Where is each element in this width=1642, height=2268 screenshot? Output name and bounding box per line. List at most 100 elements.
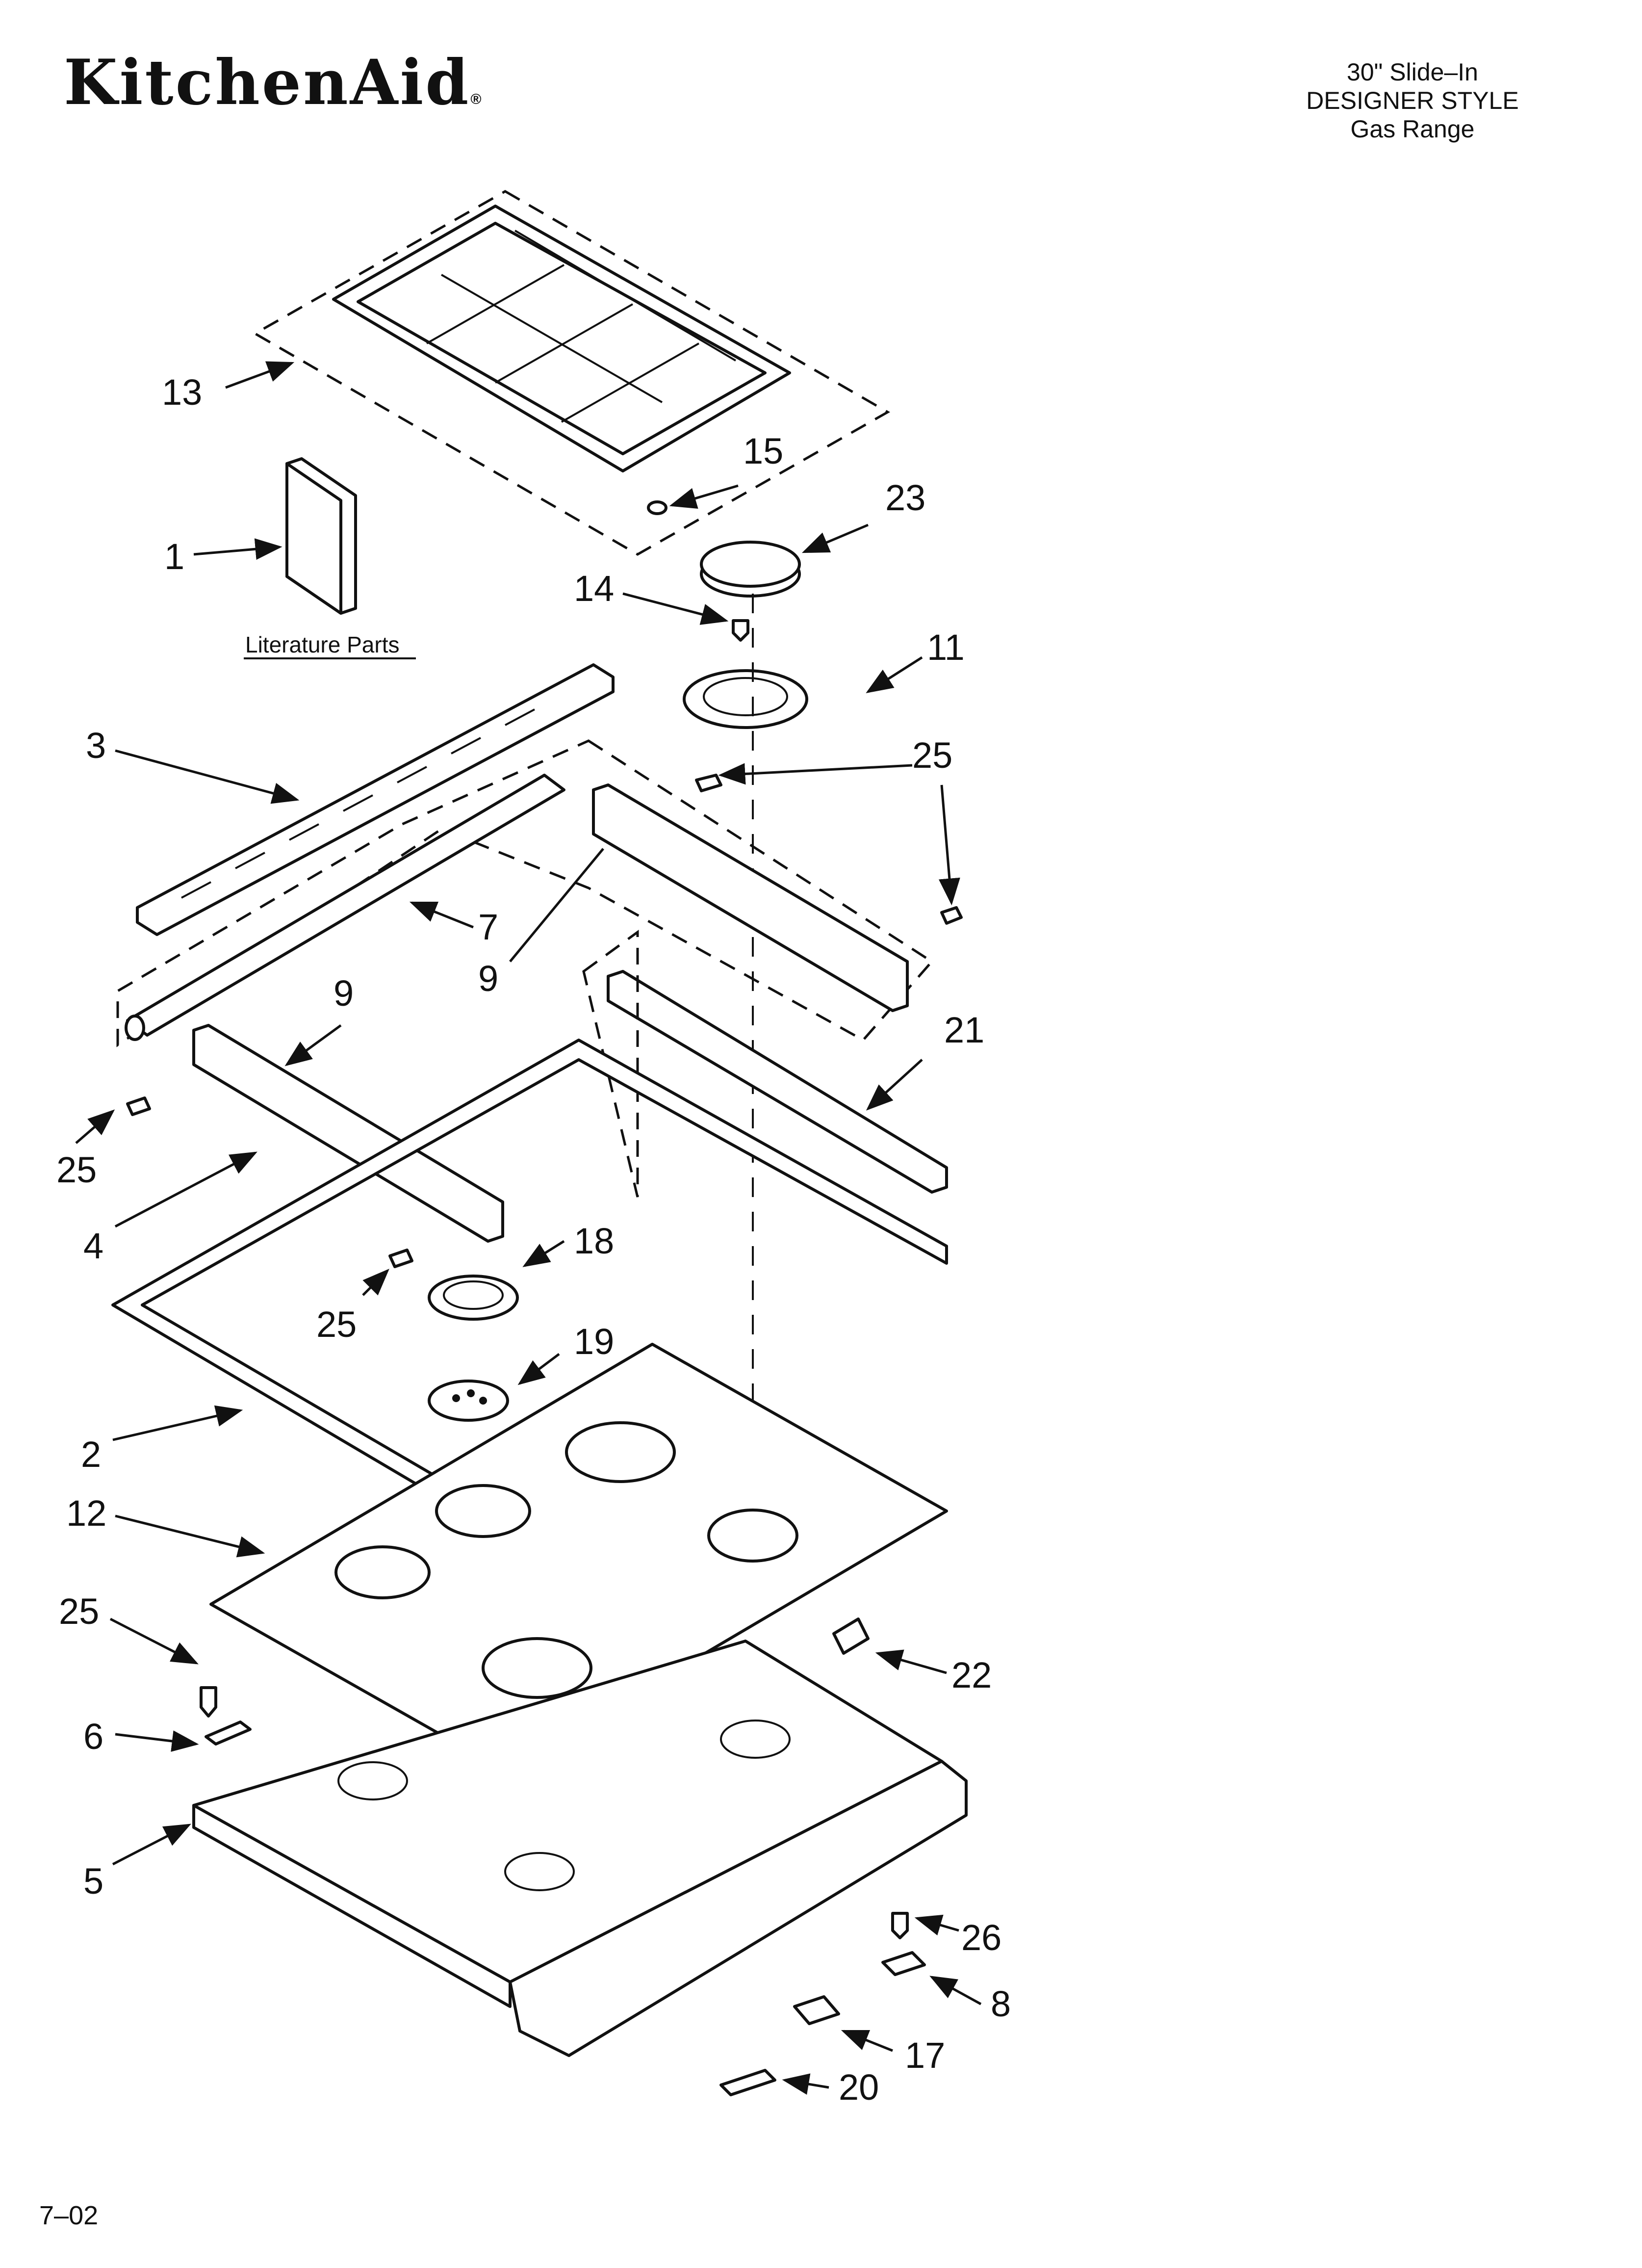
cooktop-opening — [435, 1484, 531, 1538]
literature-part — [285, 457, 357, 615]
screw-26 — [891, 1912, 909, 1939]
leader-25e — [109, 1617, 199, 1665]
leader-18 — [522, 1240, 565, 1267]
leader-25a — [718, 763, 913, 785]
manifold-panel — [136, 663, 615, 936]
igniter-17 — [793, 1995, 840, 2025]
manifold-vents — [181, 708, 535, 899]
callout-6: 6 — [83, 1716, 103, 1757]
grate-fingers — [426, 230, 737, 423]
leader-19 — [517, 1353, 560, 1385]
callout-12: 12 — [66, 1493, 106, 1534]
cooktop-opening — [565, 1421, 676, 1483]
leader-22 — [875, 1649, 947, 1674]
leader-3 — [115, 749, 300, 804]
leader-21 — [866, 1059, 923, 1111]
callout-25d: 25 — [59, 1591, 99, 1632]
leader-26 — [914, 1914, 959, 1936]
bracket-8 — [881, 1951, 926, 1976]
cooktop-opening — [482, 1637, 592, 1699]
callout-22: 22 — [951, 1655, 992, 1695]
screw-25c — [126, 1096, 151, 1116]
callout-15: 15 — [743, 431, 783, 471]
callout-9b: 9 — [334, 973, 354, 1014]
callout-14: 14 — [574, 568, 614, 609]
brand-logo: KitchenAid® — [64, 52, 484, 113]
callout-1: 1 — [164, 536, 184, 577]
model-line-1: 30" Slide–In — [1347, 58, 1478, 86]
burner-head-outer — [683, 669, 808, 729]
leader-9a — [509, 848, 604, 963]
burner-port — [337, 1761, 408, 1800]
screw-25b — [940, 906, 963, 925]
screw-25d — [388, 1249, 413, 1268]
side-rail-left — [192, 1024, 504, 1243]
grate-inner — [357, 222, 767, 455]
leader-12 — [115, 1514, 265, 1558]
burner-port — [720, 1720, 791, 1759]
leader-17 — [841, 2030, 893, 2052]
trim-group-outline — [582, 930, 639, 1198]
model-line-2: DESIGNER STYLE — [1306, 87, 1519, 114]
leader-14 — [622, 592, 729, 625]
spreader-hole — [452, 1394, 460, 1402]
leader-5 — [112, 1824, 191, 1866]
callout-4: 4 — [83, 1225, 103, 1266]
callout-2: 2 — [81, 1434, 101, 1475]
literature-cover — [285, 462, 342, 615]
burner-box — [192, 1640, 968, 2057]
revision-code: 7–02 — [39, 2201, 99, 2230]
spark-switch-22 — [832, 1617, 870, 1655]
registered-mark: ® — [470, 91, 484, 107]
leader-4 — [114, 1151, 257, 1228]
leader-8 — [929, 1976, 982, 2006]
screw-14 — [732, 619, 749, 642]
burner-head — [683, 669, 808, 729]
cooktop-surface — [209, 1343, 948, 1773]
leader-23 — [801, 523, 869, 553]
leader-2 — [112, 1405, 243, 1441]
model-line-3: Gas Range — [1350, 115, 1475, 143]
leader-25d — [362, 1269, 389, 1296]
burner-grate — [252, 190, 891, 556]
callout-25c: 25 — [316, 1304, 357, 1345]
leader-9b — [284, 1024, 342, 1067]
leader-11 — [866, 656, 923, 693]
manifold-end — [125, 1015, 145, 1041]
callout-25b: 25 — [56, 1149, 97, 1190]
cooktop-glass — [209, 1343, 948, 1773]
callout-11: 11 — [927, 627, 965, 668]
callout-25a: 25 — [912, 735, 952, 776]
burner-port — [504, 1852, 575, 1891]
burner-head-inner — [703, 677, 788, 716]
spreader-body — [428, 1380, 509, 1422]
burner-cap — [700, 541, 801, 598]
callout-7: 7 — [478, 907, 498, 947]
leader-25c — [75, 1109, 115, 1144]
leader-13 — [225, 361, 295, 389]
callout-23: 23 — [885, 477, 925, 518]
callout-26: 26 — [961, 1917, 1001, 1958]
callout-3: 3 — [86, 725, 106, 766]
brand-name: KitchenAid — [64, 46, 471, 119]
grate-foot — [647, 500, 667, 515]
side-rail-right — [592, 783, 909, 1012]
screw-25a — [695, 774, 722, 792]
spreader-hole — [479, 1397, 487, 1405]
callout-19: 19 — [574, 1321, 614, 1362]
bracket-6 — [205, 1721, 252, 1746]
manifold-cover — [136, 663, 615, 936]
callout-9a: 9 — [478, 958, 498, 999]
burner-box-side — [192, 1804, 512, 2008]
leader-6 — [115, 1730, 199, 1752]
cooktop-opening — [707, 1509, 798, 1563]
callout-17: 17 — [905, 2035, 945, 2076]
leader-1 — [193, 538, 282, 560]
leader-25b — [938, 784, 960, 906]
leader-15 — [669, 484, 739, 509]
base-ring — [428, 1275, 519, 1321]
cap-top — [700, 541, 801, 588]
spreader-hole — [467, 1389, 475, 1397]
leader-20 — [782, 2073, 829, 2095]
